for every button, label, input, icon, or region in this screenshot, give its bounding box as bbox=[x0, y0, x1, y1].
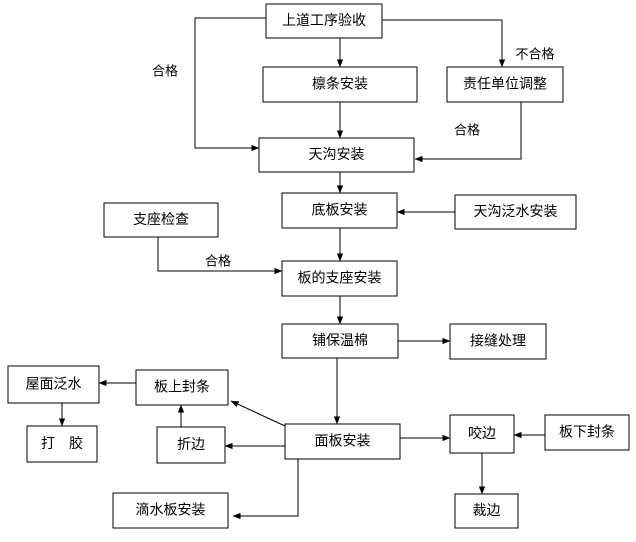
node-seam-label: 咬边 bbox=[468, 425, 496, 442]
node-insulation-label: 铺保温棉 bbox=[312, 332, 368, 349]
node-joint-label: 接缝处理 bbox=[470, 333, 526, 350]
node-bottom-seal-label: 板下封条 bbox=[559, 424, 615, 441]
node-base-plate-label: 底板安装 bbox=[312, 203, 368, 219]
node-purlin: 檩条安装 bbox=[262, 66, 418, 103]
edge-labels: 合格 不合格 合格 合格 bbox=[152, 47, 555, 270]
edge-label-pass-right: 合格 bbox=[454, 123, 480, 139]
edge-label-pass-support: 合格 bbox=[205, 254, 231, 270]
edge-prev-to-gutter bbox=[194, 17, 266, 152]
edge-panel-to-topseal bbox=[230, 400, 286, 427]
node-support-check-label: 支座检查 bbox=[133, 212, 189, 228]
node-gutter-flashing-label: 天沟泛水安装 bbox=[474, 204, 558, 220]
edges bbox=[58, 17, 545, 520]
node-purlin-label: 檩条安装 bbox=[312, 76, 368, 93]
edge-label-fail: 不合格 bbox=[515, 47, 554, 63]
node-panel: 面板安装 bbox=[284, 423, 401, 460]
node-fold-label: 折边 bbox=[177, 437, 205, 453]
edge-check-to-support bbox=[157, 237, 283, 275]
node-prev-accept: 上道工序验收 bbox=[265, 3, 383, 39]
edge-label-pass-left: 合格 bbox=[152, 64, 178, 80]
node-base-plate: 底板安装 bbox=[281, 192, 398, 229]
node-drip-label: 滴水板安装 bbox=[136, 502, 206, 519]
edge-panel-to-drip bbox=[232, 459, 299, 520]
node-bottom-seal: 板下封条 bbox=[544, 414, 630, 451]
node-drip: 滴水板安装 bbox=[112, 492, 229, 529]
node-plate-support-label: 板的支座安装 bbox=[298, 271, 382, 287]
node-gutter-label: 天沟安装 bbox=[309, 147, 365, 163]
edge-responsible-to-gutter bbox=[414, 102, 522, 163]
node-plate-support: 板的支座安装 bbox=[281, 260, 398, 297]
edge-prev-to-responsible bbox=[382, 19, 506, 68]
node-trim-label: 裁边 bbox=[473, 503, 501, 519]
node-support-check: 支座检查 bbox=[103, 202, 219, 238]
node-roof-flashing-label: 屋面泛水 bbox=[26, 377, 82, 393]
node-glue: 打 胶 bbox=[26, 425, 98, 463]
node-fold: 折边 bbox=[156, 426, 226, 464]
node-prev-accept-label: 上道工序验收 bbox=[282, 13, 366, 29]
node-gutter: 天沟安装 bbox=[258, 137, 415, 173]
node-joint: 接缝处理 bbox=[449, 323, 547, 360]
node-seam: 咬边 bbox=[449, 414, 515, 454]
node-top-seal-label: 板上封条 bbox=[154, 379, 210, 396]
node-roof-flashing: 屋面泛水 bbox=[7, 365, 100, 404]
node-glue-label: 打 胶 bbox=[41, 435, 83, 452]
node-insulation: 铺保温棉 bbox=[281, 323, 399, 359]
node-responsible: 责任单位调整 bbox=[446, 66, 564, 103]
node-gutter-flashing: 天沟泛水安装 bbox=[454, 194, 577, 230]
node-panel-label: 面板安装 bbox=[315, 434, 371, 450]
node-responsible-label: 责任单位调整 bbox=[463, 77, 547, 93]
node-top-seal: 板上封条 bbox=[135, 369, 229, 406]
node-trim: 裁边 bbox=[454, 493, 519, 529]
